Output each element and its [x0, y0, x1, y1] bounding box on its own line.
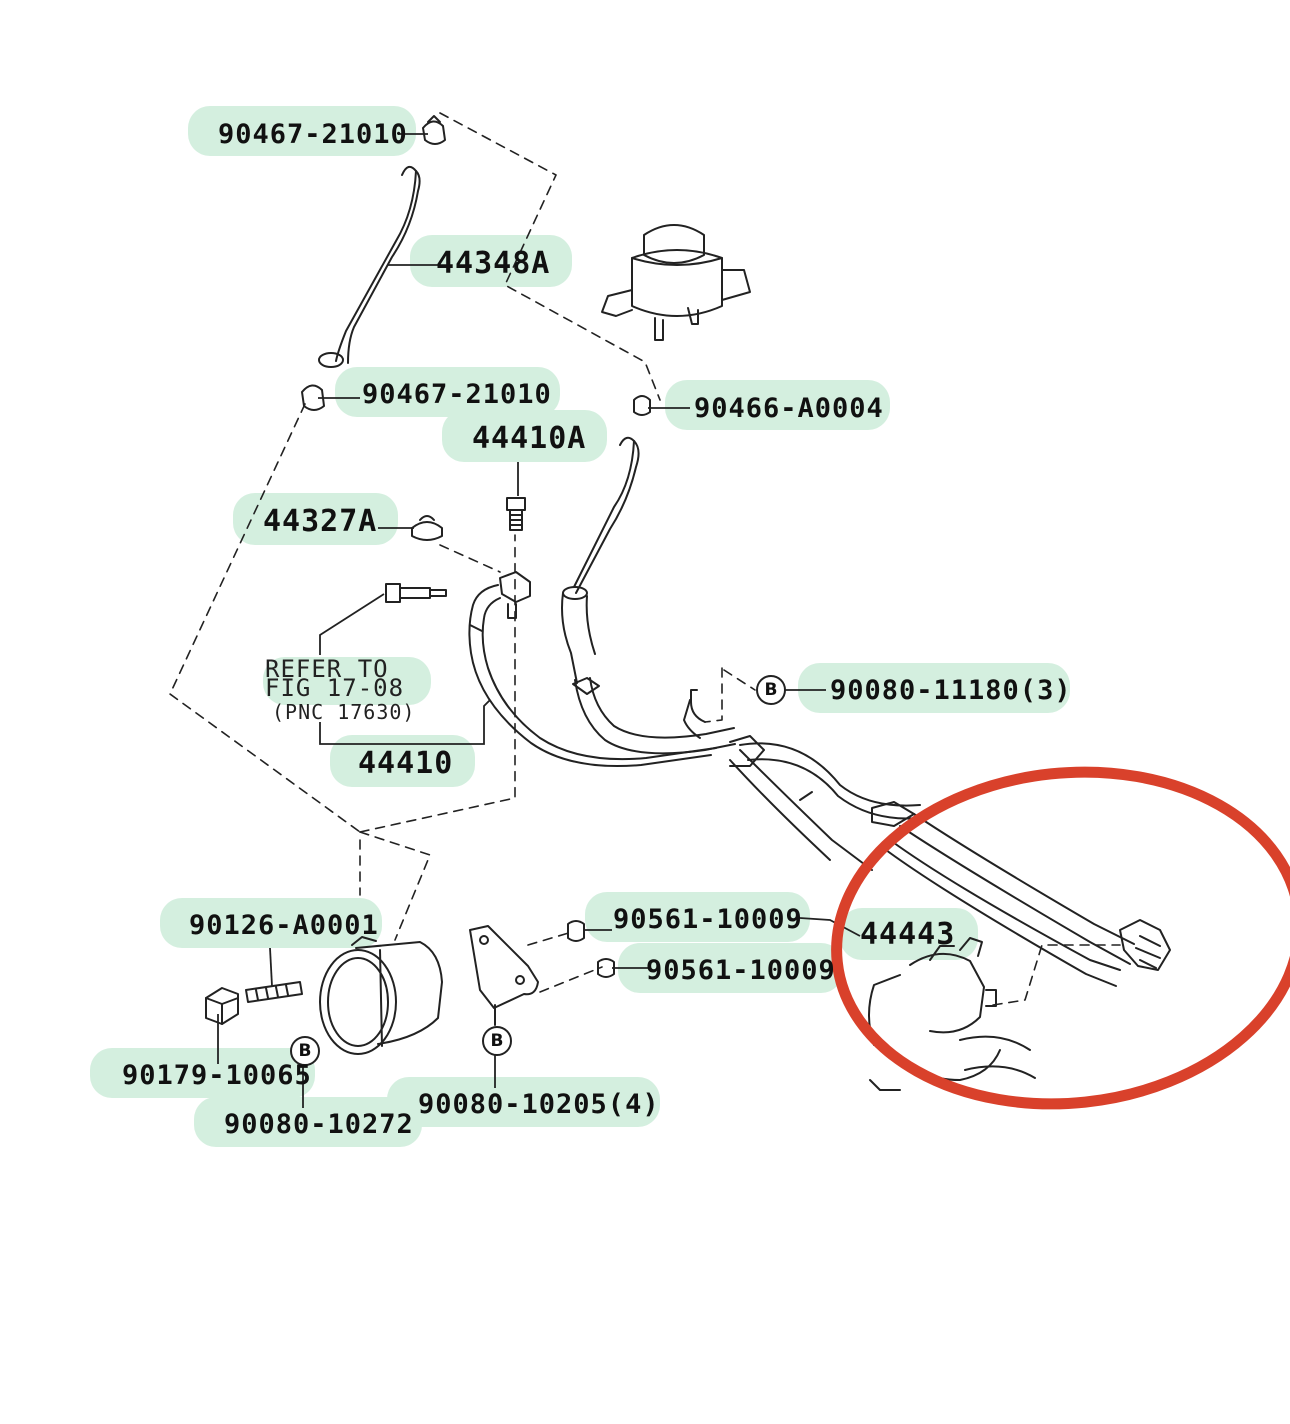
reference-note-line2: FIG 17-08	[265, 674, 405, 702]
highlight-pill	[618, 943, 843, 993]
nut	[205, 987, 239, 1025]
highlight-pill	[160, 898, 382, 948]
power-steering-pump	[319, 936, 443, 1055]
part-label[interactable]: 44410A	[472, 421, 587, 456]
highlight-pill	[798, 663, 1070, 713]
part-label[interactable]: 90080-10272	[224, 1109, 414, 1140]
hose-clamp	[422, 115, 446, 145]
washer	[597, 958, 615, 978]
dashed-reference-line	[539, 966, 603, 993]
reference-note-line3: (PNC 17630)	[272, 700, 416, 724]
part-label[interactable]: 44410	[358, 746, 454, 781]
steering-lines	[871, 801, 1171, 987]
part-label[interactable]: 90467-21010	[362, 379, 552, 410]
highlight-pill	[90, 1048, 315, 1098]
part-label[interactable]: 90561-10009	[613, 904, 803, 935]
part-label[interactable]: 44443	[860, 917, 956, 952]
part-label[interactable]: 90179-10065	[122, 1060, 312, 1091]
part-label[interactable]: 90080-10205(4)	[418, 1089, 660, 1120]
hose-junction	[572, 677, 921, 871]
reference-marker-b: B	[290, 1036, 320, 1066]
stud-bolt	[245, 981, 303, 1003]
union-bolt	[506, 497, 526, 531]
hose-clamp	[633, 395, 651, 416]
part-label[interactable]: 44348A	[436, 246, 551, 281]
dashed-reference-line	[169, 403, 361, 833]
hose-clamp	[301, 384, 325, 411]
reference-note-line1: REFER TO	[265, 655, 389, 683]
highlight-pill	[263, 657, 431, 705]
reference-marker-b: B	[482, 1026, 512, 1056]
highlight-circle	[831, 766, 1290, 1110]
steering-rack	[868, 937, 1036, 1091]
highlight-pill	[233, 493, 398, 545]
part-label[interactable]: 90080-11180(3)	[830, 675, 1072, 706]
highlight-pill	[442, 410, 607, 462]
highlight-pill	[387, 1077, 660, 1127]
highlight-pill	[840, 908, 978, 960]
leader-line	[269, 947, 273, 987]
leader-line	[319, 699, 491, 745]
highlight-pill	[194, 1097, 422, 1147]
dashed-reference-line	[527, 931, 573, 946]
dashed-reference-line	[359, 534, 516, 833]
washer	[567, 920, 585, 942]
dashed-reference-line	[723, 669, 756, 691]
part-label[interactable]: 90561-10009	[646, 955, 836, 986]
reservoir-tank	[601, 224, 751, 341]
reference-marker-b: B	[756, 675, 786, 705]
part-label[interactable]: 90466-A0004	[694, 393, 884, 424]
dashed-reference-line	[359, 831, 431, 941]
return-hose	[561, 436, 640, 684]
part-label[interactable]: 90467-21010	[218, 119, 408, 150]
part-label[interactable]: 90126-A0001	[189, 910, 379, 941]
highlight-pill	[585, 892, 810, 942]
dashed-reference-line	[704, 667, 723, 723]
pressure-switch	[385, 583, 447, 603]
highlight-pill	[410, 235, 572, 287]
dashed-reference-line	[439, 112, 661, 401]
reservoir-hose	[318, 165, 421, 368]
pump-bracket	[469, 925, 539, 1026]
dashed-reference-line	[439, 544, 501, 573]
leader-line	[799, 917, 861, 937]
dashed-reference-line	[992, 944, 1121, 1006]
highlight-pill	[665, 380, 890, 430]
part-label[interactable]: 44327A	[263, 504, 378, 539]
highlight-pill	[188, 106, 416, 156]
grommet	[411, 515, 443, 541]
pressure-hose	[468, 571, 717, 768]
leader-line	[319, 593, 385, 655]
highlight-pill	[335, 367, 560, 417]
